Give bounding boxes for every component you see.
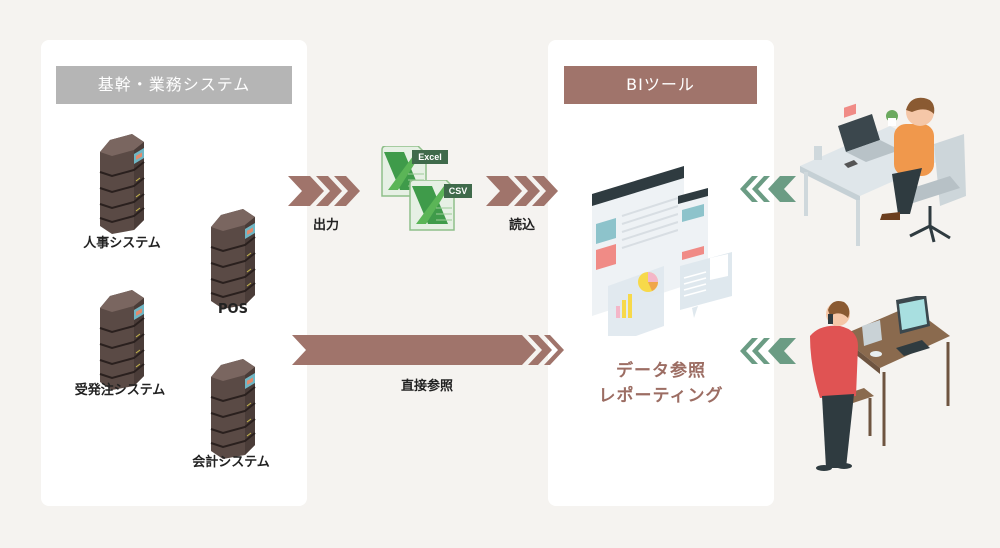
system-label-accounting: 会計システム [192, 455, 270, 470]
server-icon [99, 133, 145, 235]
core-systems-panel [41, 40, 307, 506]
dashboard-illustration-icon [592, 166, 732, 336]
core-systems-header: 基幹・業務システム [56, 66, 292, 104]
system-label-orders: 受発注システム [74, 383, 166, 398]
direct-reference-label: 直接参照 [400, 379, 454, 394]
import-label: 読込 [508, 218, 536, 233]
phone-user-desk-illustration [810, 296, 950, 471]
user-access-arrow-icon [740, 338, 796, 364]
export-arrow-icon [288, 176, 360, 206]
server-icon [210, 358, 256, 460]
csv-file-icon: CSV [409, 180, 472, 231]
server-icon [99, 289, 145, 391]
export-label: 出力 [312, 218, 340, 233]
system-label-hr: 人事システム [83, 236, 161, 251]
server-icon [210, 208, 256, 310]
import-arrow-icon [486, 176, 558, 206]
bi-tool-header: BIツール [564, 66, 757, 104]
direct-reference-arrow-icon [292, 335, 564, 365]
bi-label-line1: データ参照 [615, 361, 706, 381]
bi-label-line2: レポーティング [598, 386, 724, 406]
excel-badge: Excel [418, 152, 442, 162]
user-access-arrow-icon [740, 176, 796, 202]
bi-function-label: データ参照 レポーティング [599, 359, 724, 409]
remote-meeting-user-illustration [800, 97, 966, 246]
system-label-pos: POS [218, 302, 248, 317]
csv-badge: CSV [449, 186, 468, 196]
